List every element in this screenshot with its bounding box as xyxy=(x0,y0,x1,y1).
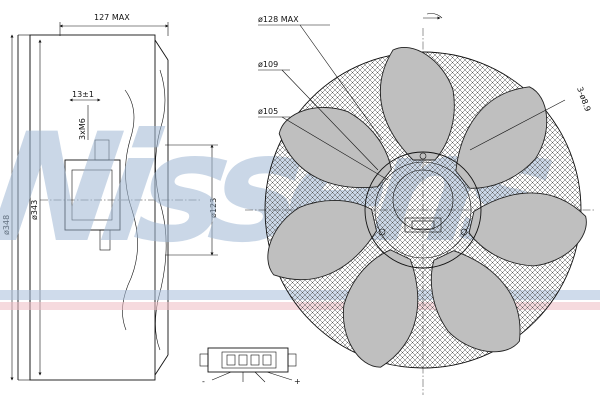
hub-outer xyxy=(364,151,482,269)
mount-hole-top xyxy=(419,152,427,160)
connector-minus-label: - xyxy=(202,377,205,386)
fan-blade xyxy=(267,200,377,281)
dim-diameter-105: ø105 xyxy=(258,107,278,116)
dim-shroud-height: ø343 xyxy=(30,200,39,220)
fan-blades xyxy=(267,46,587,368)
fan-blade xyxy=(468,192,587,267)
dim-overall-height: ø348 xyxy=(2,215,11,235)
connector-detail: - + xyxy=(199,347,301,386)
hub-ring xyxy=(374,161,472,259)
fan-blade xyxy=(430,250,521,353)
motor-body xyxy=(40,139,200,251)
fan-blade xyxy=(278,107,392,188)
dim-offset: 13±1 xyxy=(72,90,94,99)
dim-fan-max: ø128 MAX xyxy=(258,15,299,24)
dim-thread: 3xM6 xyxy=(78,118,87,140)
side-view: 127 MAX ø348 ø343 13±1 3xM6 ø123 xyxy=(2,13,218,381)
dim-holes: 3-ø8.9 xyxy=(575,86,592,113)
fan-blade xyxy=(379,46,455,161)
fan-blade xyxy=(455,86,548,189)
hub-connector xyxy=(404,217,442,233)
front-view: ø128 MAX ø109 ø105 3-ø8.9 xyxy=(245,13,595,395)
mount-hole-right xyxy=(460,228,468,236)
fan-blade xyxy=(342,249,419,368)
hub-inner xyxy=(392,169,454,231)
dim-motor-diameter: ø123 xyxy=(209,198,218,218)
dim-diameter-109: ø109 xyxy=(258,60,278,69)
mount-hole-left xyxy=(378,228,386,236)
dim-side-depth: 127 MAX xyxy=(94,13,130,22)
connector-plus-label: + xyxy=(294,377,301,386)
